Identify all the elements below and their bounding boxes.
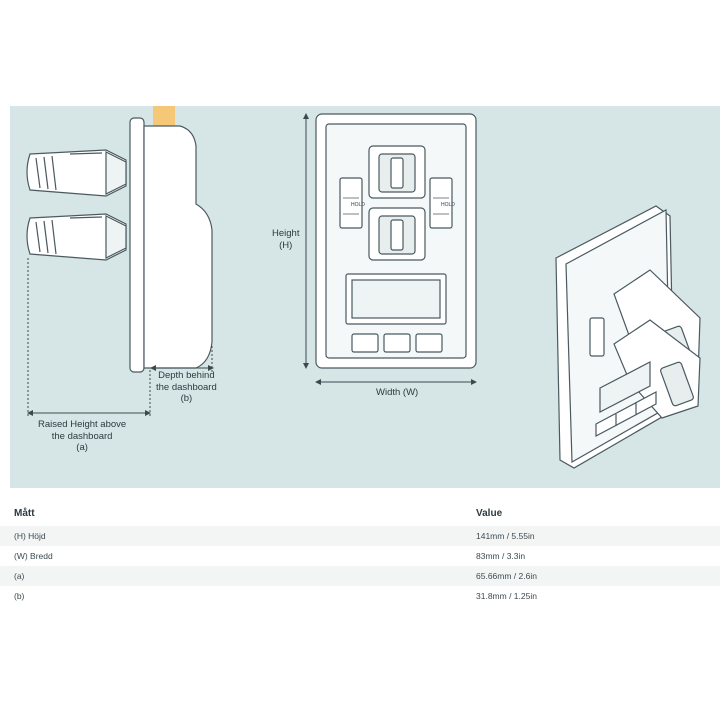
left-hold-panel: [339, 177, 363, 229]
depth-label-line-2: the dashboard: [156, 381, 217, 393]
spec-label: (b): [14, 591, 25, 601]
depth-label-line-3: (b): [180, 393, 193, 404]
spec-row: (W) Bredd 83mm / 3.3in: [0, 546, 720, 566]
front-view: [315, 113, 477, 369]
rear-housing: [143, 125, 213, 369]
iso-display: [599, 361, 651, 413]
height-label-line-2: (H): [279, 239, 293, 251]
bezel: [129, 117, 145, 373]
spec-header-value: Value: [476, 508, 503, 519]
front-dimensions: [303, 113, 477, 385]
raised-label-line-2: the dashboard: [51, 430, 113, 442]
width-label: Width (W): [376, 387, 419, 398]
spec-value: 83mm / 3.3in: [476, 551, 526, 561]
hold-text-left: HOLD: [351, 202, 365, 208]
side-dimensions: [27, 258, 214, 416]
depth-label-line-1: Depth behind: [158, 370, 215, 381]
spec-header-measure: Mått: [14, 508, 35, 519]
spec-label: (a): [14, 571, 25, 581]
height-label-line-1: Height: [272, 228, 300, 239]
iso-buttons: [595, 391, 657, 437]
spec-row: (a) 65.66mm / 2.6in: [0, 566, 720, 586]
raised-height-label: Raised Height above the dashboard (a): [38, 419, 126, 454]
dimension-diagram: HOLD HOLD Depth behind the d: [10, 106, 720, 488]
spec-row: (b) 31.8mm / 1.25in: [0, 586, 720, 606]
button-1: [351, 333, 379, 353]
spec-row: (H) Höjd 141mm / 5.55in: [0, 526, 720, 546]
button-2: [383, 333, 411, 353]
height-label: Height (H): [272, 228, 299, 251]
isometric-view: [555, 205, 701, 469]
depth-label: Depth behind the dashboard (b): [156, 370, 217, 405]
hold-text-right: HOLD: [441, 202, 455, 208]
spec-label: (W) Bredd: [14, 551, 53, 561]
side-view: [26, 106, 213, 373]
spec-value: 31.8mm / 1.25in: [476, 591, 537, 601]
spec-label: (H) Höjd: [14, 531, 46, 541]
raised-label-line-3: (a): [76, 442, 88, 453]
iso-hold-panel: [589, 317, 605, 357]
spec-value: 65.66mm / 2.6in: [476, 571, 537, 581]
right-hold-panel: [429, 177, 453, 229]
spec-value: 141mm / 5.55in: [476, 531, 535, 541]
button-3: [415, 333, 443, 353]
diagram-drawing: HOLD HOLD: [26, 106, 701, 469]
raised-label-line-1: Raised Height above: [38, 419, 127, 430]
